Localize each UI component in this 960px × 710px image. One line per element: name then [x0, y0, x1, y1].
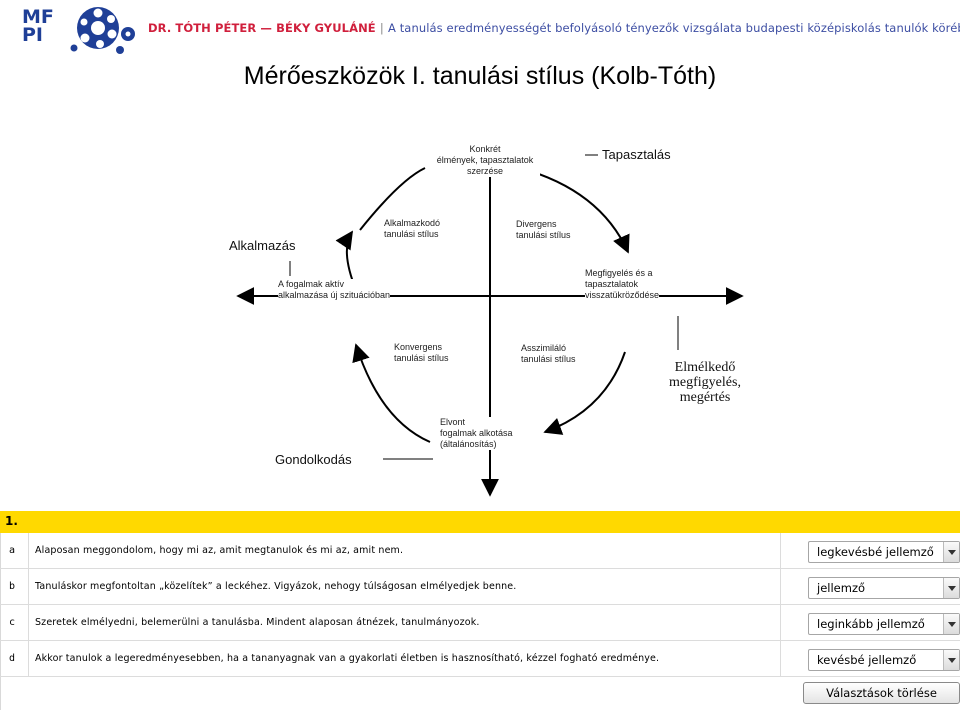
rating-select-b[interactable]: jellemző	[808, 577, 960, 599]
row-letter: c	[9, 617, 16, 628]
logo-flower-icon	[70, 7, 135, 54]
row-letter: d	[9, 653, 16, 664]
question-row-d: d Akkor tanulok a legeredményesebben, ha…	[0, 641, 960, 677]
select-value: leginkább jellemző	[817, 617, 925, 631]
row-letter: b	[9, 581, 16, 592]
chevron-down-icon[interactable]	[943, 650, 959, 670]
label-diverging-style: Divergens tanulási stílus	[516, 219, 571, 241]
label-concrete-experience: Konkrét élmények, tapasztalatok szerzése	[430, 144, 540, 177]
header-authors: DR. TÓTH PÉTER — BÉKY GYULÁNÉ	[148, 21, 376, 35]
mfpi-logo: MF PI	[22, 6, 142, 54]
row-statement: Tanuláskor megfontoltan „közelítek” a le…	[35, 581, 517, 592]
cycle-arc-bottom-left	[352, 343, 431, 443]
logo-line2: PI	[22, 24, 43, 46]
label-gondolkodas: Gondolkodás	[275, 452, 352, 467]
rating-select-c[interactable]: leginkább jellemző	[808, 613, 960, 635]
header-subtitle: A tanulás eredményességét befolyásoló té…	[387, 21, 960, 35]
label-assimilating-style: Asszimiláló tanulási stílus	[521, 343, 576, 365]
label-accommodating-style: Alkalmazkodó tanulási stílus	[384, 218, 441, 240]
chevron-down-icon[interactable]	[943, 542, 959, 562]
question-row-c: c Szeretek elmélyedni, belemerülni a tan…	[0, 605, 960, 641]
chevron-down-icon[interactable]	[943, 578, 959, 598]
row-statement: Akkor tanulok a legeredményesebben, ha a…	[35, 653, 660, 664]
label-abstract-conceptualization: Elvont fogalmak alkotása (általánosítás)	[440, 417, 513, 450]
select-value: legkevésbé jellemző	[817, 545, 934, 559]
header-title: DR. TÓTH PÉTER — BÉKY GYULÁNÉ | A tanulá…	[148, 21, 960, 35]
clear-answers-button[interactable]: Választások törlése	[803, 682, 960, 704]
question-header: 1.	[0, 511, 960, 533]
logo-line1: MF	[22, 6, 54, 28]
kolb-diagram: Konkrét élmények, tapasztalatok szerzése…	[229, 144, 755, 497]
question-row-b: b Tanuláskor megfontoltan „közelítek” a …	[0, 569, 960, 605]
rating-select-d[interactable]: kevésbé jellemző	[808, 649, 960, 671]
row-statement: Szeretek elmélyedni, belemerülni a tanul…	[35, 617, 480, 628]
chevron-down-icon[interactable]	[943, 614, 959, 634]
row-statement: Alaposan meggondolom, hogy mi az, amit m…	[35, 545, 404, 556]
cycle-arc-bottom-right	[543, 351, 626, 435]
header-separator: |	[379, 21, 384, 35]
label-alkalmazas: Alkalmazás	[229, 238, 296, 253]
label-converging-style: Konvergens tanulási stílus	[394, 342, 449, 364]
label-reflective-observation: Megfigyelés és a tapasztalatok visszatük…	[585, 268, 660, 301]
page-title: Mérőeszközök I. tanulási stílus (Kolb-Tó…	[243, 62, 717, 90]
label-active-experimentation: A fogalmak aktív alkalmazása új szituáci…	[278, 279, 391, 301]
label-elmelkedo: Elmélkedő megfigyelés, megértés	[655, 360, 755, 405]
select-value: jellemző	[817, 581, 866, 595]
question-number: 1.	[5, 514, 18, 528]
rating-select-a[interactable]: legkevésbé jellemző	[808, 541, 960, 563]
select-value: kevésbé jellemző	[817, 653, 917, 667]
question-row-a: a Alaposan meggondolom, hogy mi az, amit…	[0, 533, 960, 569]
row-letter: a	[9, 545, 16, 556]
cycle-arc-top-left-2	[359, 167, 426, 231]
questionnaire: 1. a Alaposan meggondolom, hogy mi az, a…	[0, 511, 960, 710]
page-header: MF PI DR. TÓTH PÉTER — BÉKY GYULÁNÉ | A …	[0, 0, 960, 54]
label-tapasztalas: Tapasztalás	[602, 147, 671, 162]
